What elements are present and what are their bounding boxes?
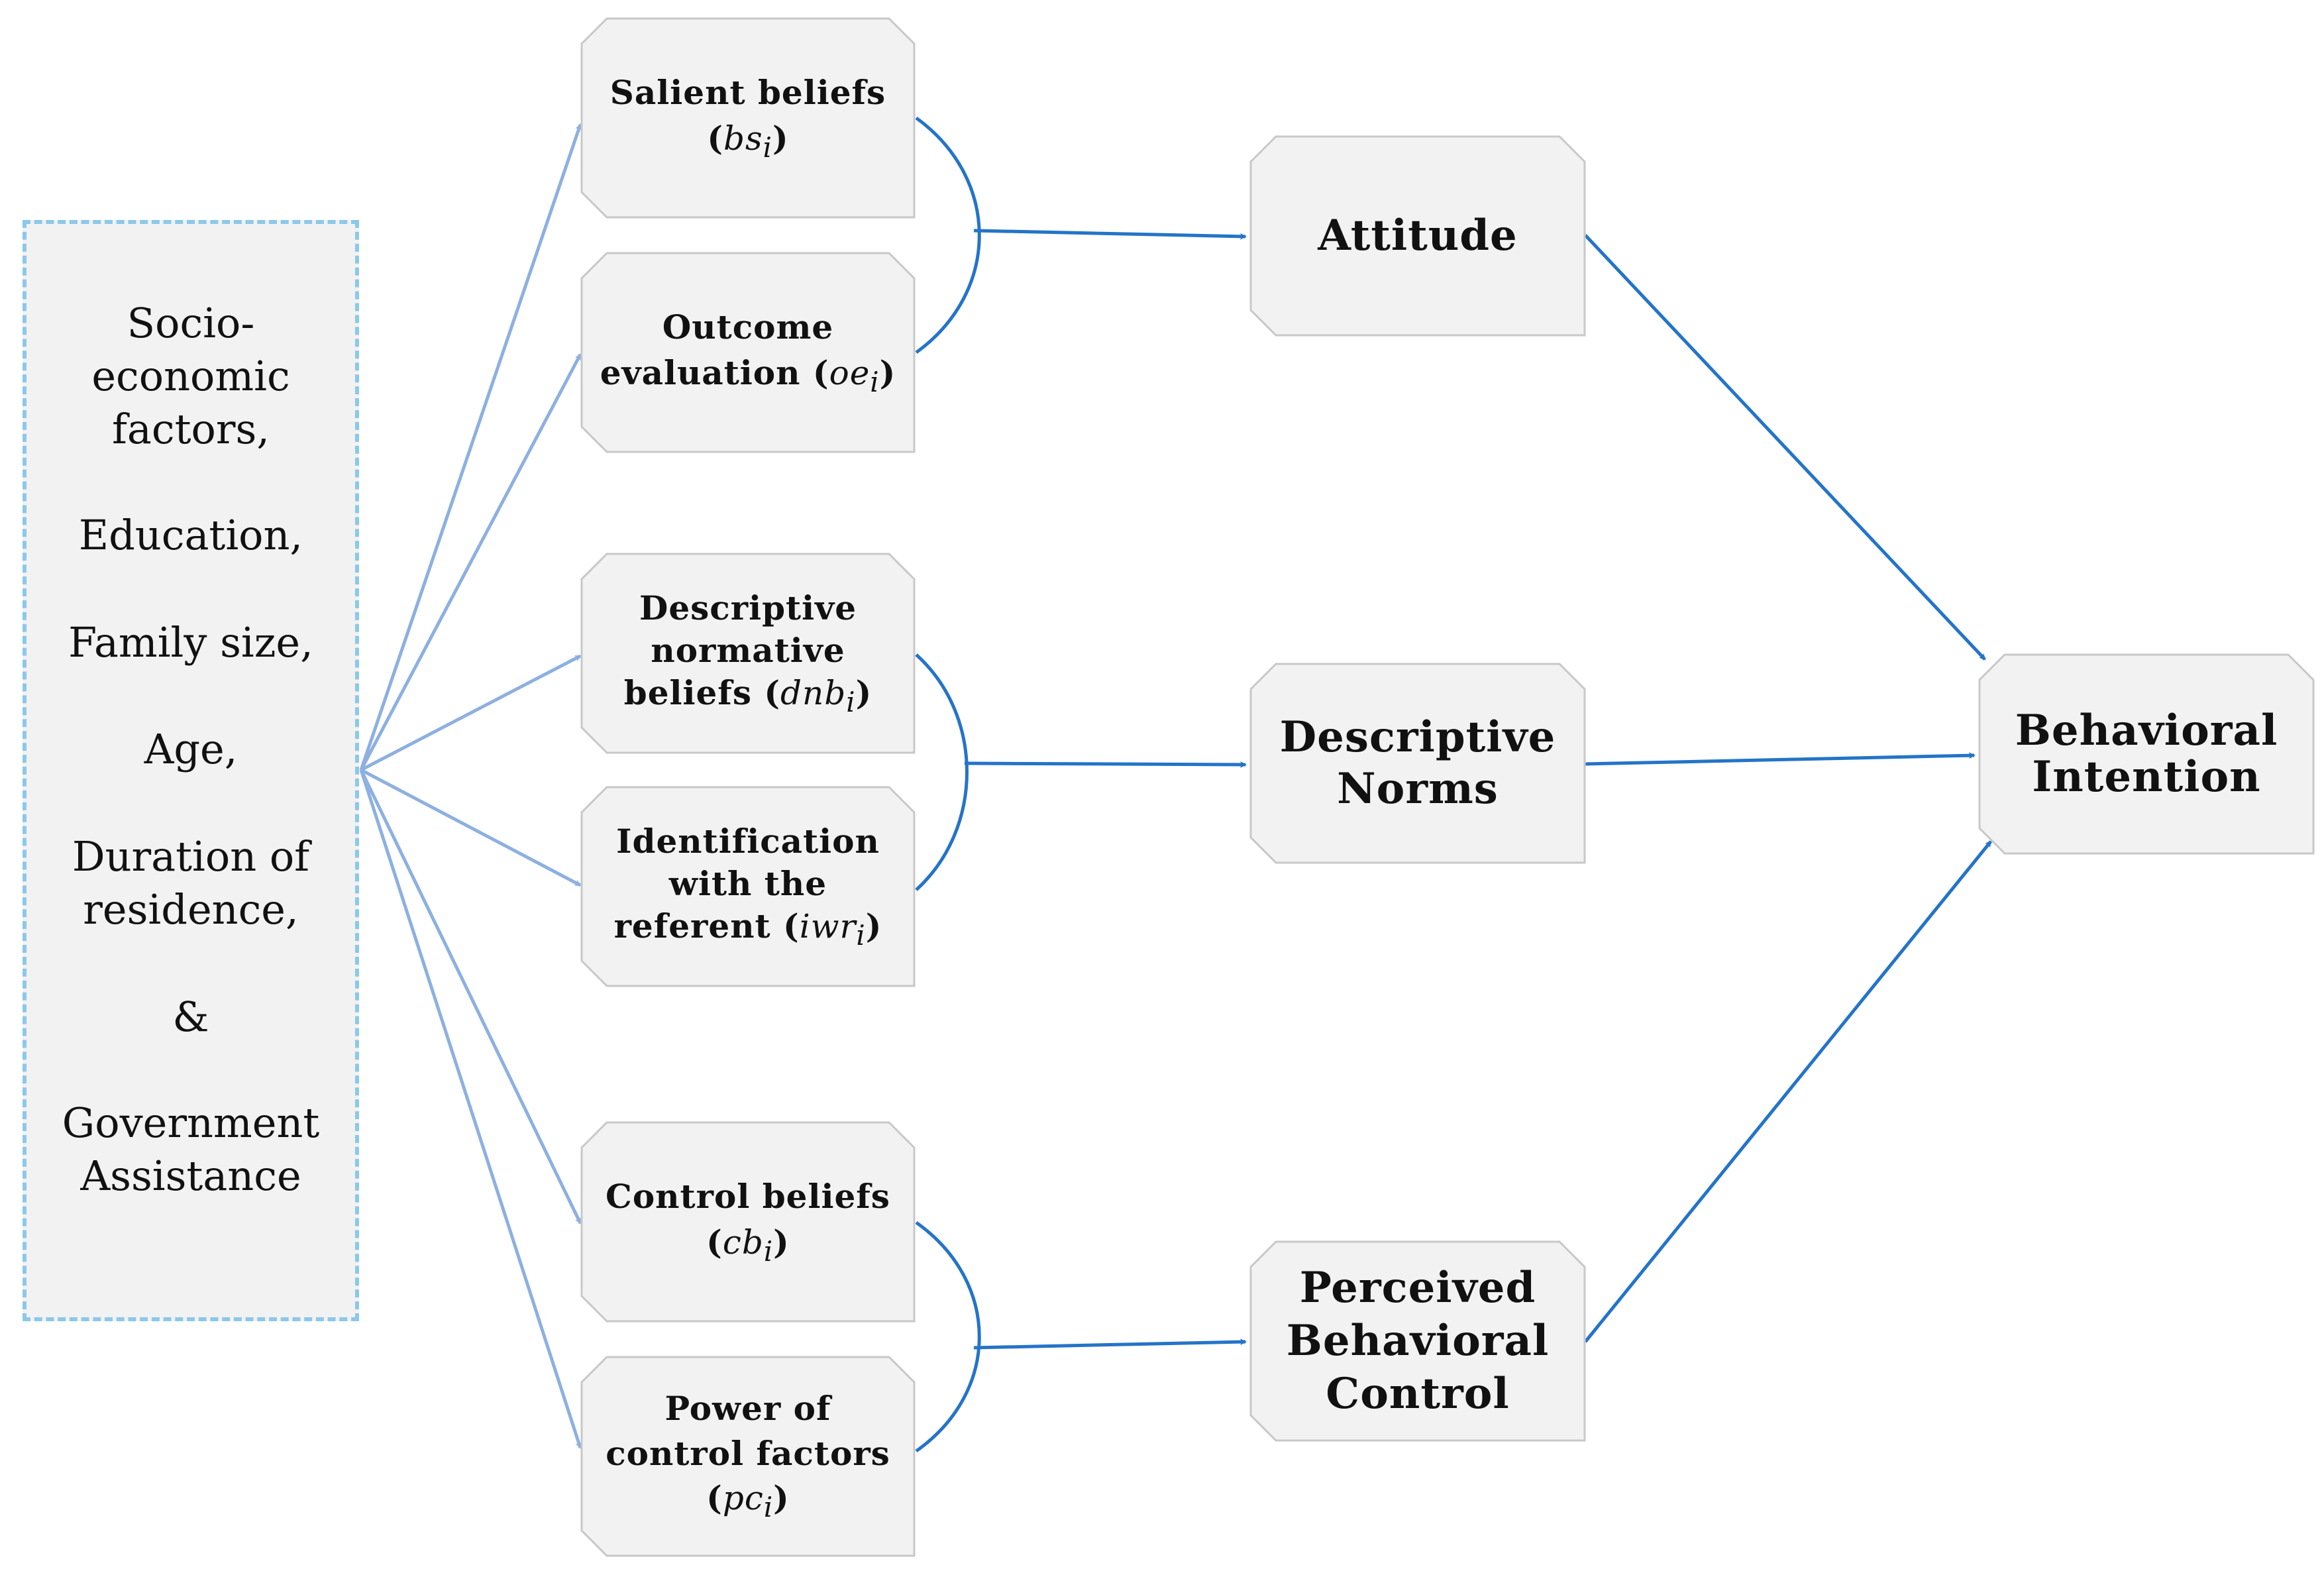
arrow-factors-to-power-factors — [359, 769, 582, 1449]
arrow-pbc-to-intention — [1584, 840, 1992, 1343]
arrow-factors-to-identification — [360, 768, 582, 887]
subscript-i: i — [856, 918, 866, 951]
pbc-label-3: Control — [1326, 1369, 1510, 1419]
control-beliefs-box: Control beliefs (cbi) — [580, 1121, 916, 1323]
subscript-i: i — [763, 131, 772, 164]
identification-label-3: referent — [613, 906, 771, 946]
descriptive-norms-box: Descriptive Norms — [1249, 663, 1586, 864]
outcome-evaluation-symbol: oe — [829, 353, 871, 392]
identification-label-1: Identification — [616, 821, 880, 861]
subscript-i: i — [870, 365, 880, 398]
behavioral-intention-label-2: Intention — [2032, 752, 2261, 802]
power-control-symbol: pc — [722, 1479, 764, 1518]
power-control-label-2: control factors — [606, 1433, 890, 1473]
arrow-to-norms — [964, 761, 1247, 768]
subscript-i: i — [763, 1491, 774, 1524]
factor-line: Duration of — [72, 832, 310, 881]
descriptive-norms-label-2: Norms — [1337, 764, 1499, 814]
descriptive-beliefs-symbol: dnb — [780, 673, 847, 712]
factor-line: & — [172, 993, 209, 1041]
attitude-label: Attitude — [1318, 210, 1518, 260]
control-beliefs-label: Control beliefs — [606, 1176, 890, 1216]
subscript-i: i — [846, 685, 856, 718]
power-control-factors-box: Power of control factors (pci) — [580, 1356, 916, 1557]
pbc-label-2: Behavioral — [1286, 1316, 1550, 1366]
arrow-factors-to-salient-beliefs — [359, 123, 582, 771]
descriptive-normative-beliefs-box: Descriptive normative beliefs (dnbi) — [580, 553, 916, 754]
salient-beliefs-symbol: bs — [723, 119, 763, 158]
arrow-factors-to-outcome-evaluation — [359, 353, 582, 771]
descriptive-norms-label-1: Descriptive — [1279, 712, 1556, 762]
identification-symbol: iwr — [799, 906, 857, 946]
perceived-behavioral-control-box: Perceived Behavioral Control — [1249, 1240, 1586, 1442]
arrow-factors-to-descriptive-beliefs — [360, 654, 582, 772]
arrow-factors-to-control-beliefs — [359, 769, 582, 1224]
factor-line: economic — [91, 352, 290, 400]
factor-line: factors, — [111, 405, 270, 453]
factor-line: Socio- — [127, 299, 255, 347]
factor-line: Assistance — [80, 1152, 301, 1200]
identification-referent-box: Identification with the referent (iwri) — [580, 786, 916, 987]
factor-line: residence, — [83, 885, 299, 934]
outcome-evaluation-label-2: evaluation — [600, 353, 801, 392]
control-beliefs-symbol: cb — [722, 1222, 764, 1262]
bracket-attitude — [915, 116, 981, 354]
descriptive-beliefs-label-2: normative — [651, 630, 845, 670]
factor-line: Age, — [144, 725, 238, 773]
outcome-evaluation-box: Outcome evaluation (oei) — [580, 252, 916, 453]
arrow-to-attitude — [973, 229, 1247, 240]
subscript-i: i — [763, 1234, 774, 1268]
arrow-to-pbc — [973, 1338, 1247, 1350]
pbc-label-1: Perceived — [1299, 1263, 1536, 1313]
factor-line: Government — [62, 1099, 320, 1147]
attitude-box: Attitude — [1249, 135, 1586, 337]
descriptive-beliefs-label-3: beliefs — [623, 673, 752, 712]
factor-line: Family size, — [68, 618, 313, 667]
power-control-label-1: Power of — [664, 1389, 831, 1429]
salient-beliefs-box: Salient beliefs (bsi) — [580, 17, 916, 219]
identification-label-2: with the — [668, 863, 827, 903]
outcome-evaluation-label-1: Outcome — [662, 307, 834, 347]
bracket-norms — [915, 653, 969, 891]
arrow-norms-to-intention — [1585, 752, 1976, 766]
factor-line: Education, — [78, 511, 303, 559]
behavioral-intention-label-1: Behavioral — [2015, 705, 2278, 755]
socioeconomic-factors-box: Socio- economic factors, Education, Fami… — [23, 220, 359, 1321]
arrow-attitude-to-intention — [1584, 234, 1986, 661]
descriptive-beliefs-label-1: Descriptive — [639, 588, 857, 627]
bracket-pbc — [915, 1221, 981, 1453]
behavioral-intention-box: Behavioral Intention — [1978, 653, 2315, 855]
salient-beliefs-label: Salient beliefs — [609, 72, 886, 112]
